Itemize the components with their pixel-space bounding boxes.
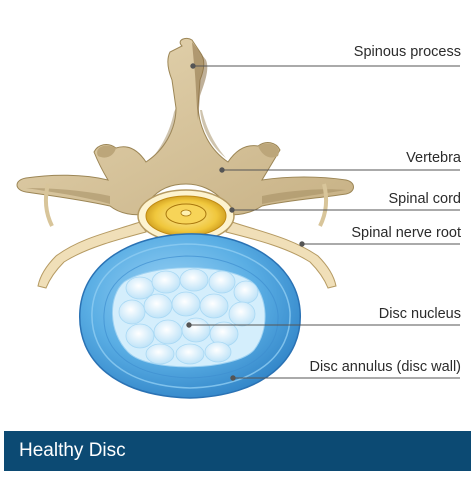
spinal-nerve-roots [37, 183, 337, 289]
label-spinal-nerve-root: Spinal nerve root [351, 225, 461, 241]
label-spinal-cord: Spinal cord [388, 191, 461, 207]
title-banner: Healthy Disc [4, 431, 471, 471]
spinal-cord [137, 189, 235, 243]
callout-lines [186, 63, 460, 381]
spine-disc-illustration [16, 37, 460, 399]
label-spinous-process: Spinous process [353, 44, 461, 60]
disc-nucleus [112, 267, 266, 368]
vertebra-bone [16, 37, 354, 216]
label-disc-annulus: Disc annulus (disc wall) [309, 359, 462, 375]
diagram-title: Healthy Disc [19, 440, 126, 461]
label-disc-nucleus: Disc nucleus [378, 306, 461, 322]
label-vertebra: Vertebra [406, 150, 461, 166]
